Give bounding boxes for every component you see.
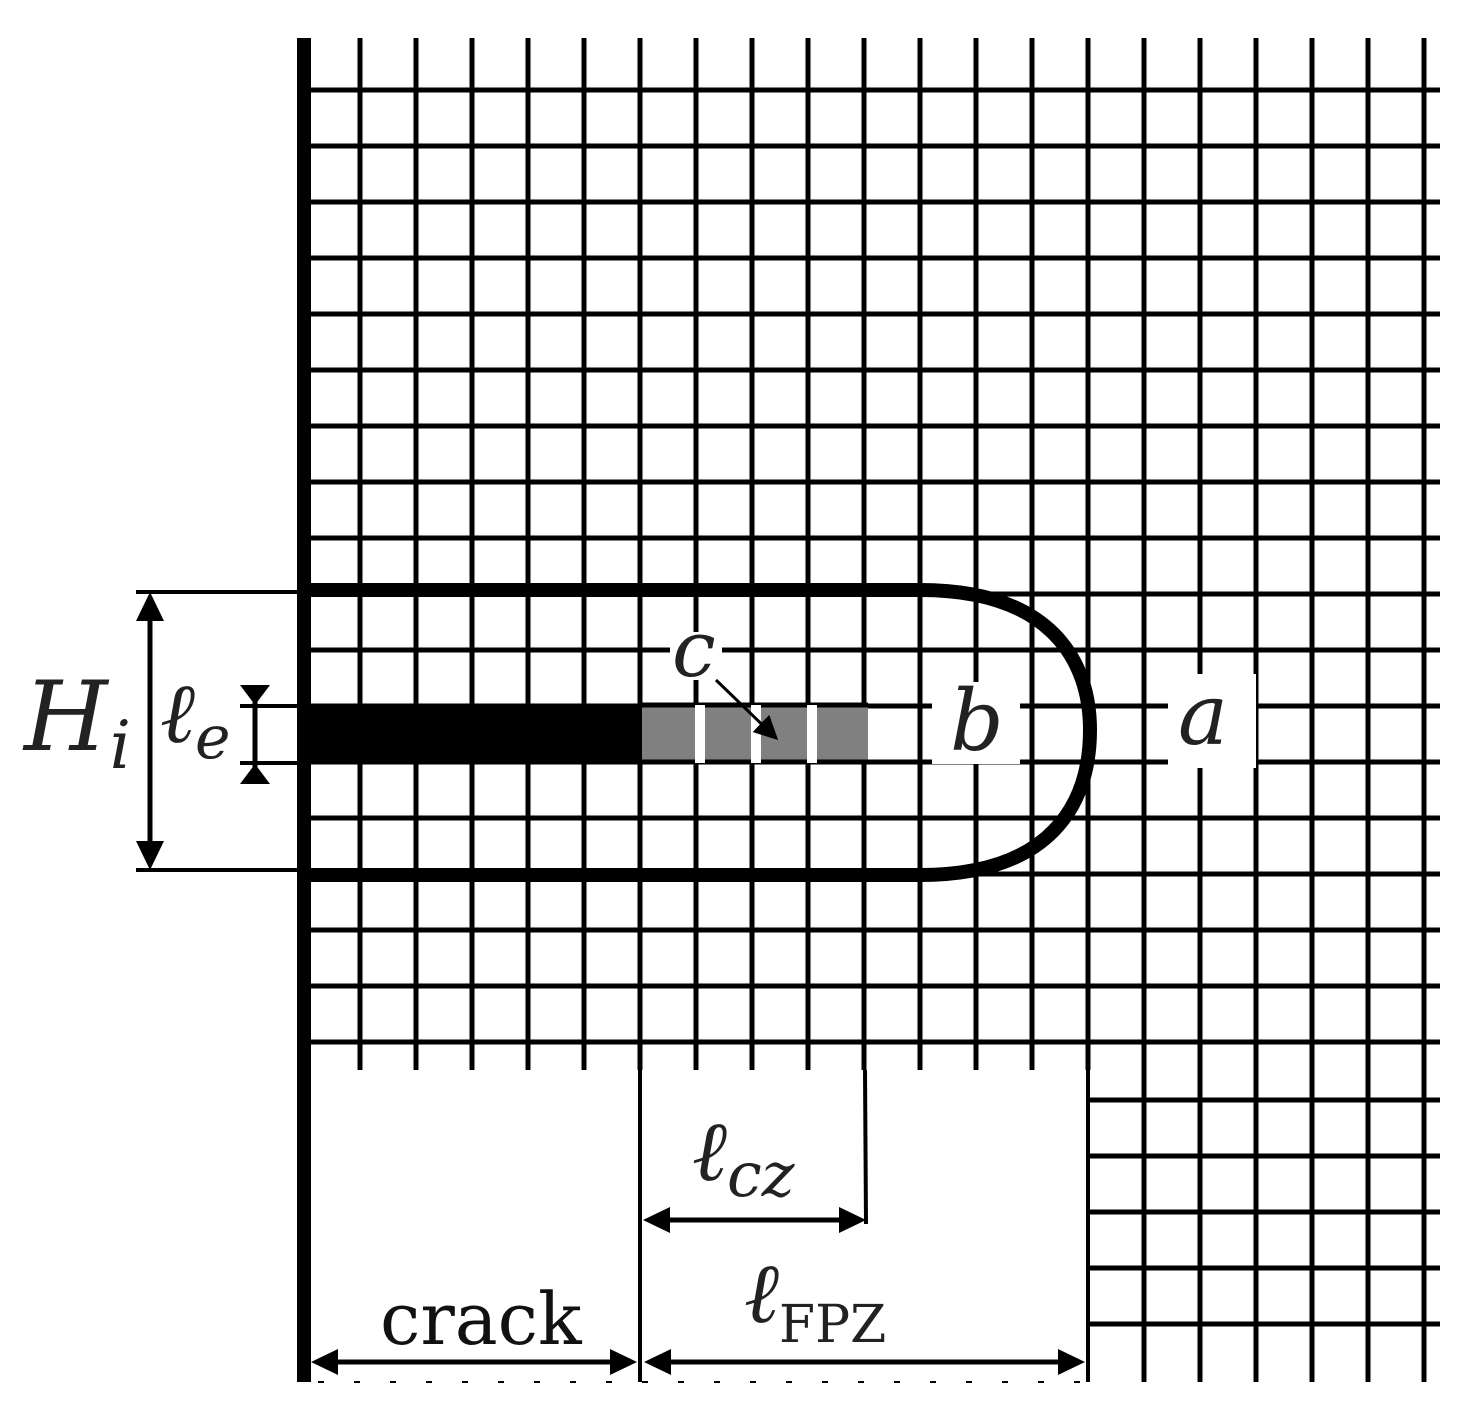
l-fpz-dimension [644, 1048, 1090, 1382]
l-e-label: ℓe [160, 664, 231, 773]
crack-dimension [311, 1070, 642, 1382]
crack-region [300, 705, 642, 763]
a-label: a [1178, 666, 1228, 764]
a-label-background [1168, 674, 1256, 768]
c-pointer-arrow [714, 678, 779, 741]
c-label: c [672, 605, 716, 695]
h-i-dimension [136, 590, 298, 872]
l-fpz-label: ℓFPZ [744, 1244, 886, 1355]
c-label-background [670, 632, 722, 680]
refinement-region-outline [300, 583, 1098, 882]
b-label: b [950, 672, 1004, 770]
crack-label: crack [380, 1277, 583, 1361]
l-cz-label: ℓcz [692, 1102, 795, 1211]
l-cz-dimension [643, 1069, 868, 1233]
cohesive-zone [642, 702, 868, 765]
b-label-background [932, 682, 1020, 764]
l-e-dimension [240, 685, 298, 784]
h-i-label: Hi [22, 661, 131, 784]
